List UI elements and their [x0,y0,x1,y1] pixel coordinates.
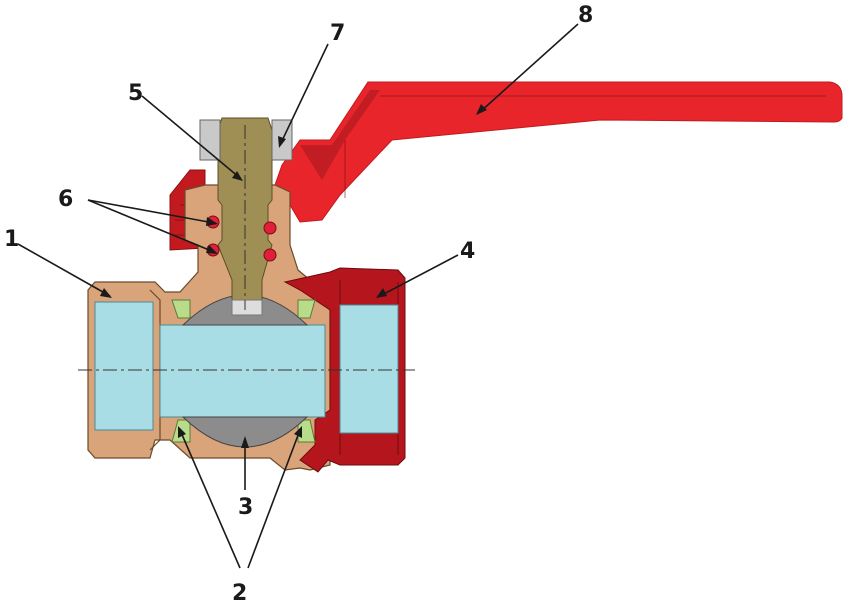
seat-rings [171,299,316,443]
callout-8: 8 [578,3,593,28]
callout-5: 5 [128,81,143,106]
callout-4: 4 [460,239,475,264]
callout-6: 6 [58,187,73,212]
callout-3: 3 [238,495,253,520]
callout-1: 1 [4,227,19,252]
leader-lines [17,23,579,569]
callout-7: 7 [330,21,345,46]
handle-lever [274,81,843,223]
flow-bore [94,301,399,434]
callout-2: 2 [232,581,247,604]
